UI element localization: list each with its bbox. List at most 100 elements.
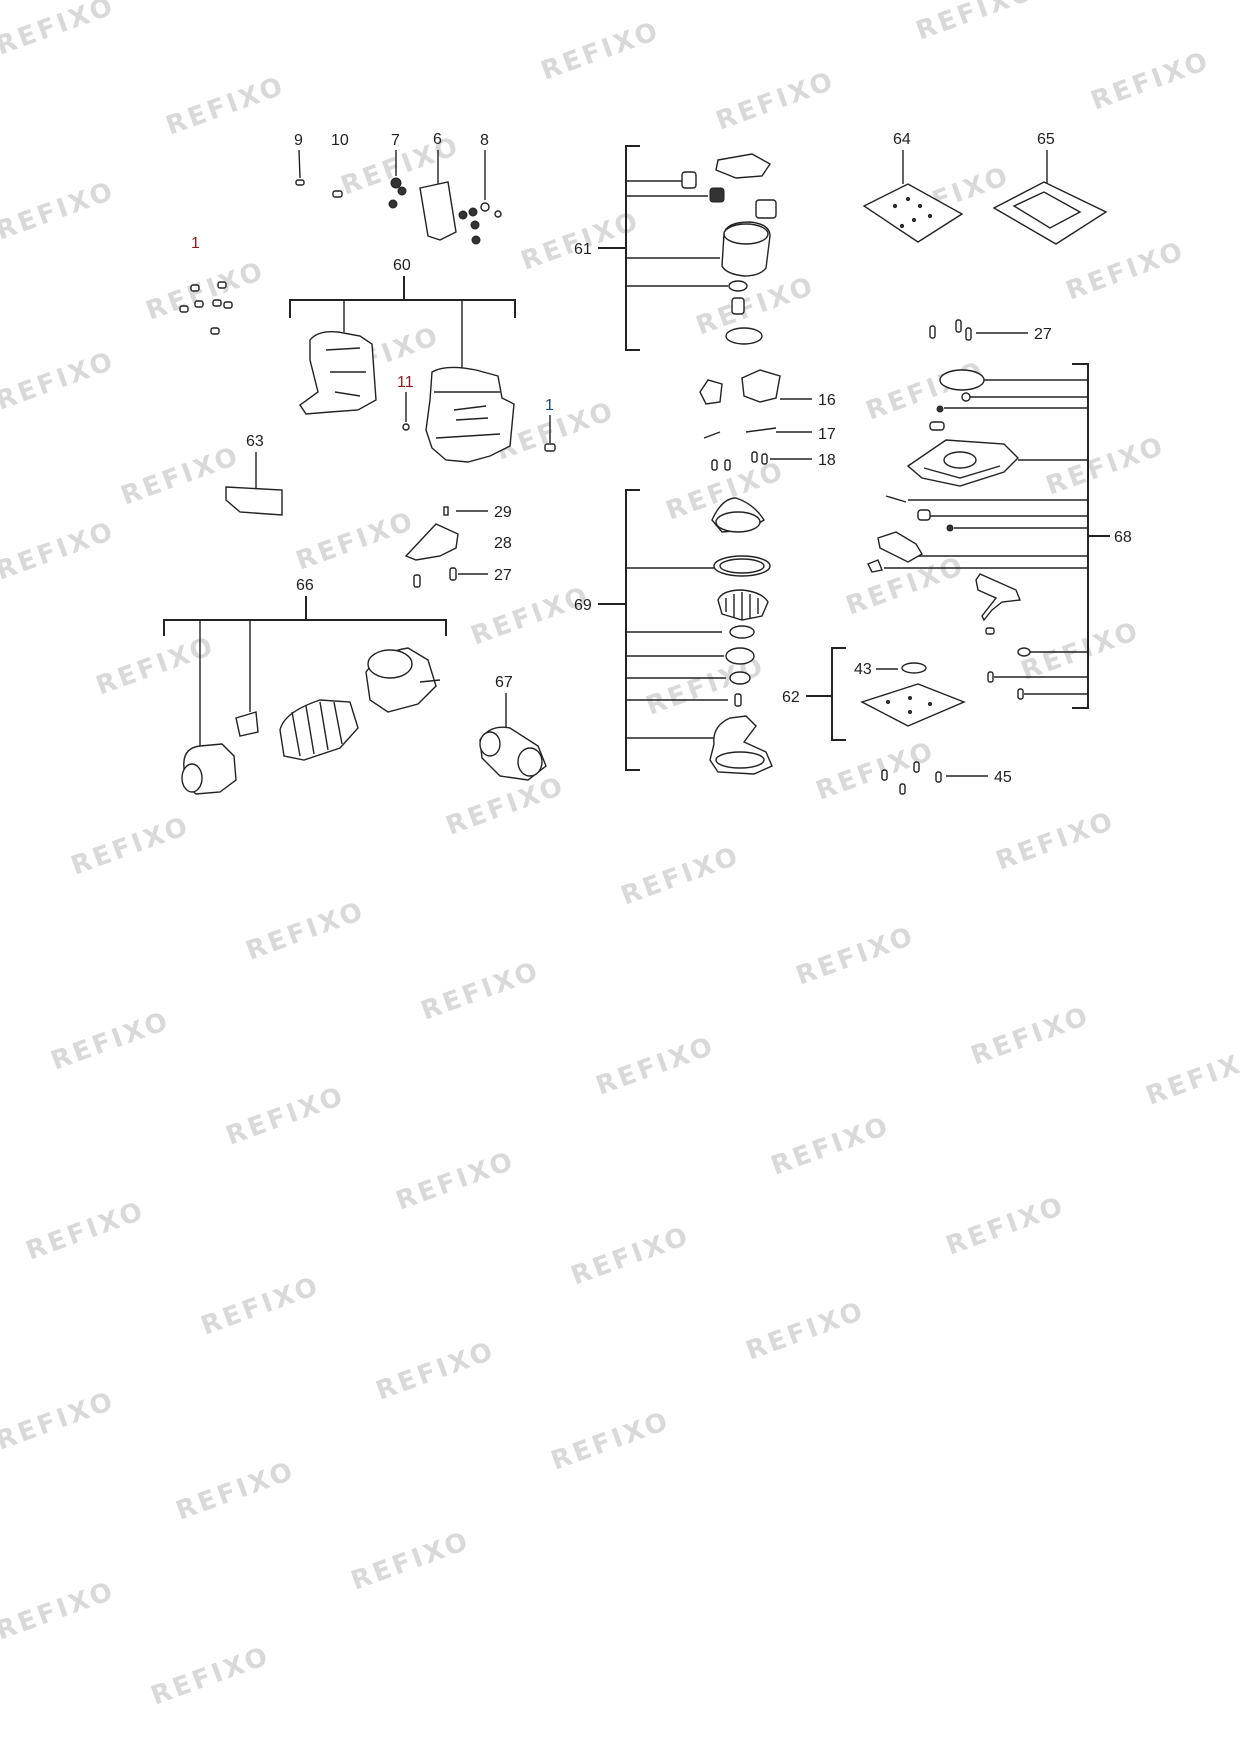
seal-ring (939, 369, 985, 391)
watermark: REFIXO (117, 441, 244, 512)
callout-67: 67 (495, 674, 513, 691)
callout-62: 62 (782, 689, 800, 706)
watermark: REFIXO (712, 66, 839, 137)
watermark: REFIXO (347, 1526, 474, 1597)
dust-extraction-66: 66 (163, 577, 447, 795)
watermark: REFIXO (467, 581, 594, 652)
watermark: REFIXO (862, 356, 989, 427)
bearing (725, 647, 755, 665)
watermark: REFIXO (47, 1006, 174, 1077)
pad-assembly-68: 27 68 (867, 319, 1132, 709)
top-left-small-parts: 9 10 7 6 8 (294, 131, 502, 245)
switch-cover-group: 29 28 27 (404, 504, 512, 588)
callout-69: 69 (574, 597, 592, 614)
sanding-sheets: 64 65 (862, 131, 1108, 245)
watermark: REFIXO (742, 1296, 869, 1367)
part-16b (741, 369, 781, 403)
nut-10 (332, 190, 343, 198)
screw-1 (544, 443, 556, 452)
watermark: REFIXO (392, 1146, 519, 1217)
screw-9 (295, 179, 305, 186)
watermark: REFIXO (567, 1221, 694, 1292)
nut-7 (390, 177, 402, 189)
screw-27 (449, 567, 457, 581)
screw-group-1: 1 (179, 235, 233, 335)
housing-assembly-60: 60 11 1 (289, 257, 556, 463)
callout-61: 61 (574, 241, 592, 258)
switch (715, 153, 772, 179)
callout-1: 1 (191, 235, 200, 252)
callout-27-right: 27 (1034, 326, 1052, 343)
screw-45 (935, 771, 942, 783)
watermark: REFIXO (222, 1081, 349, 1152)
ring-43 (901, 662, 927, 674)
spring-29 (443, 506, 449, 516)
washer-8 (480, 202, 490, 212)
watermark: REFIXO (372, 1336, 499, 1407)
callout-27: 27 (494, 567, 512, 584)
watermark: REFIXO (1017, 616, 1144, 687)
callout-7: 7 (391, 132, 400, 149)
motor-assembly-61: 61 (574, 145, 777, 351)
housing-half-left (299, 330, 377, 415)
callout-11: 11 (397, 374, 414, 391)
fan (717, 589, 769, 621)
watermark: REFIXO (992, 806, 1119, 877)
hose (279, 699, 359, 761)
center-parts-16-18: 16 17 18 (699, 369, 836, 471)
sanding-sheet-64 (862, 183, 964, 243)
adapter-67: 67 (479, 674, 547, 781)
watermark: REFIXO (147, 1641, 274, 1712)
housing-half-right (425, 366, 515, 463)
pad-kit-62: 62 43 45 (782, 647, 1012, 795)
watermark: REFIXO (172, 1456, 299, 1527)
watermark-layer: REFIXO REFIXO REFIXO REFIXO REFIXO REFIX… (0, 0, 1240, 1712)
watermark: REFIXO (0, 1576, 119, 1647)
watermark: REFIXO (0, 346, 119, 417)
watermark: REFIXO (812, 736, 939, 807)
clamp-lever (877, 531, 923, 563)
callout-66: 66 (296, 577, 314, 594)
watermark: REFIXO (942, 1191, 1069, 1262)
watermark: REFIXO (1062, 236, 1189, 307)
watermark: REFIXO (792, 921, 919, 992)
watermark: REFIXO (67, 811, 194, 882)
callout-6: 6 (433, 131, 442, 148)
callout-28: 28 (494, 535, 512, 552)
watermark: REFIXO (417, 956, 544, 1027)
bracket-6 (419, 181, 457, 241)
callout-10: 10 (331, 132, 349, 149)
wire-clamp (975, 573, 1021, 622)
callout-63: 63 (246, 433, 264, 450)
callout-1-right: 1 (545, 397, 554, 414)
callout-45: 45 (994, 769, 1012, 786)
watermark: REFIXO (292, 506, 419, 577)
watermark: REFIXO (0, 0, 119, 62)
callout-17: 17 (818, 426, 836, 443)
callout-29: 29 (494, 504, 512, 521)
sanding-plate-65 (992, 181, 1108, 245)
watermark: REFIXO (592, 1031, 719, 1102)
callout-9: 9 (294, 132, 303, 149)
watermark: REFIXO (0, 176, 119, 247)
callout-16: 16 (818, 392, 836, 409)
watermark: REFIXO (0, 1386, 119, 1457)
cover-28 (404, 523, 459, 561)
label-plate-63: 63 (225, 433, 283, 516)
watermark: REFIXO (547, 1406, 674, 1477)
callout-8: 8 (480, 132, 489, 149)
fan-assembly-69: 69 (574, 489, 773, 775)
label-plate (225, 486, 283, 516)
pin-11 (402, 423, 410, 431)
callout-65: 65 (1037, 131, 1055, 148)
callout-60: 60 (393, 257, 411, 274)
watermark: REFIXO (1142, 1041, 1240, 1112)
watermark: REFIXO (0, 516, 119, 587)
watermark: REFIXO (537, 16, 664, 87)
watermark: REFIXO (967, 1001, 1094, 1072)
watermark: REFIXO (912, 0, 1039, 47)
watermark: REFIXO (242, 896, 369, 967)
watermark: REFIXO (197, 1271, 324, 1342)
watermark: REFIXO (617, 841, 744, 912)
